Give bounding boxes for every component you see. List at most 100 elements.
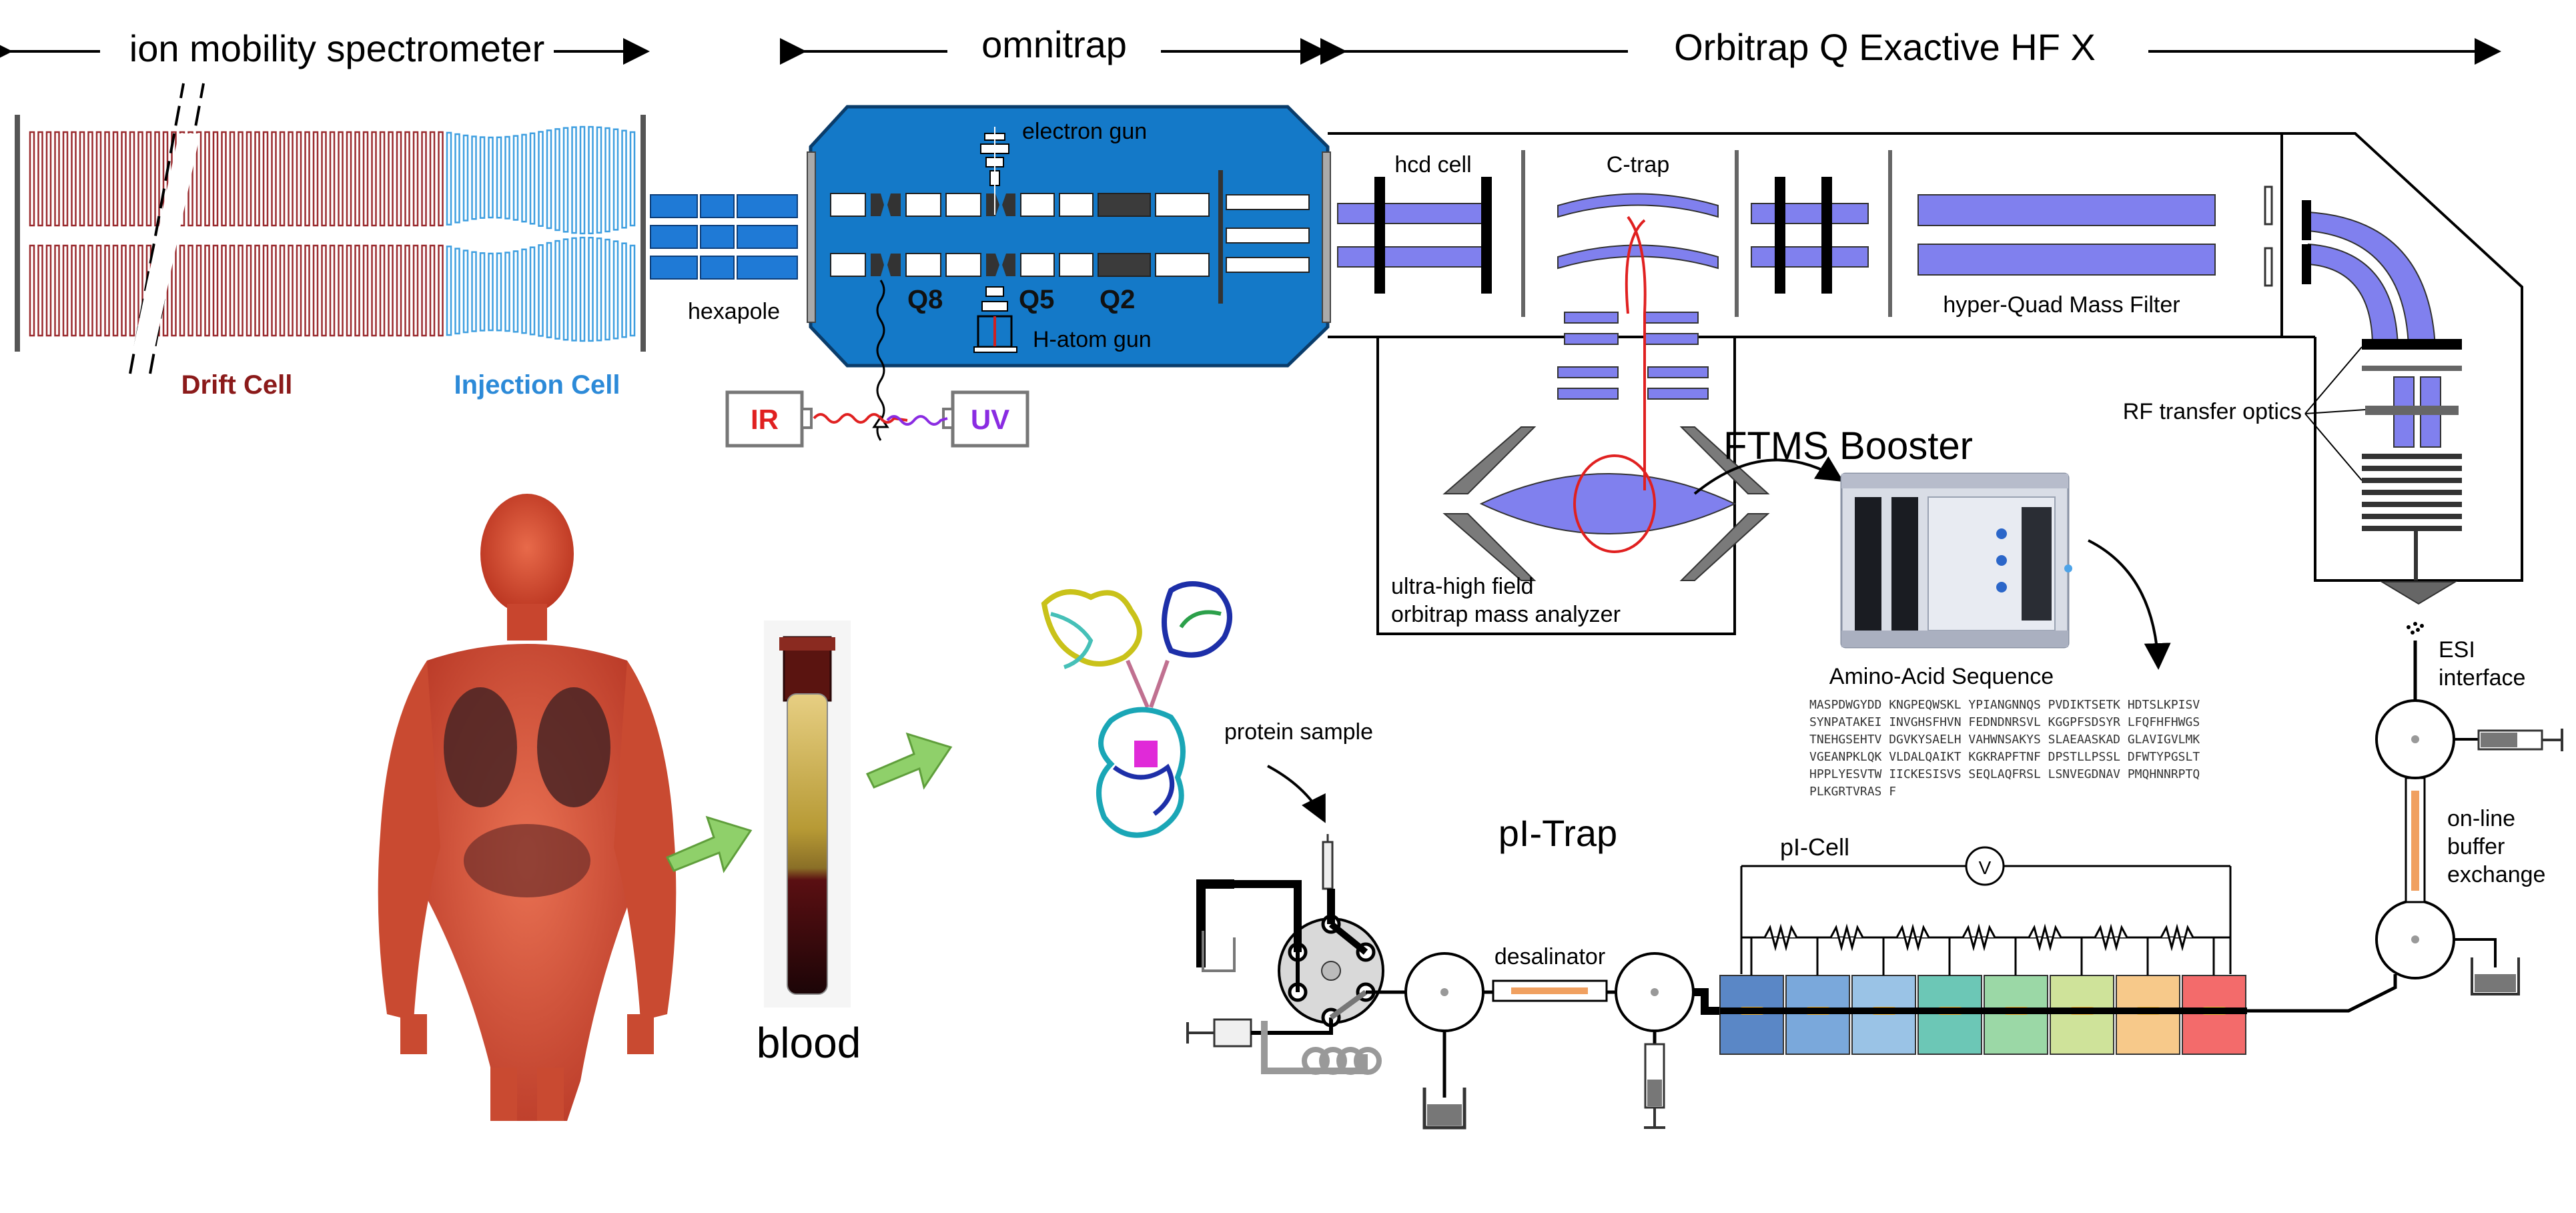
ims-electrode <box>396 244 402 337</box>
ims-electrode <box>554 240 560 340</box>
ims-electrode <box>121 244 127 337</box>
ims-electrode <box>329 131 336 227</box>
ims-electrode <box>71 131 77 227</box>
ims-electrode <box>271 131 277 227</box>
ims-electrode <box>554 128 560 232</box>
ims-electrode <box>129 244 135 337</box>
pi-trap-title: pI-Trap <box>1498 812 1617 854</box>
ims-electrode <box>187 244 193 337</box>
orbitrap-analyzer-label-1: ultra-high field <box>1391 574 1534 599</box>
ims-electrode <box>121 131 127 227</box>
ims-electrode <box>388 131 394 227</box>
ims-electrode <box>79 244 85 337</box>
antibody-structure-icon <box>1041 581 1232 838</box>
orbitrap-housing: hcd cell C-trap hyper-Quad Mass Filter <box>1226 132 2523 605</box>
resistor-icon <box>1829 923 1864 951</box>
ims-electrode <box>54 244 60 337</box>
ims-title: ion mobility spectrometer <box>129 27 544 69</box>
ims-electrode <box>221 131 227 227</box>
ims-electrode <box>87 244 93 337</box>
ims-electrode <box>112 244 119 337</box>
ims-electrode <box>79 131 85 227</box>
ims-electrode <box>338 244 344 337</box>
ims-electrode <box>321 131 327 227</box>
ims-electrode <box>362 244 369 337</box>
q8-label: Q8 <box>907 285 943 314</box>
ims-electrode <box>45 131 52 227</box>
blood-label: blood <box>757 1019 861 1067</box>
ims-electrode <box>296 244 302 337</box>
resistor-icon <box>2028 923 2062 951</box>
ims-electrode <box>129 131 135 227</box>
ims-electrode <box>546 242 552 338</box>
online-label-3: exchange <box>2447 862 2545 887</box>
ims-electrode <box>37 244 43 337</box>
electron-gun-icon <box>980 127 1009 215</box>
ims-electrode <box>579 236 586 342</box>
ims-electrode <box>346 244 352 337</box>
ims-electrode <box>404 131 410 227</box>
ims-electrode <box>471 251 477 332</box>
ims-electrode <box>446 246 452 336</box>
ims-electrode <box>195 244 202 337</box>
sequence-line: PLKGRTVRAS F <box>1809 785 1896 799</box>
ims-electrode <box>504 135 510 220</box>
ims-electrode <box>588 236 594 342</box>
ims-electrode <box>421 131 427 227</box>
ims-electrode <box>546 129 552 230</box>
ims-electrode <box>438 244 444 337</box>
ims-electrode <box>312 244 319 337</box>
ims-electrode <box>95 244 102 337</box>
ims-electrode <box>246 131 252 227</box>
ims-electrode <box>204 131 210 227</box>
ims-electrode <box>371 244 377 337</box>
human-body-image <box>378 494 677 1121</box>
ims-electrode <box>562 127 569 233</box>
ims-electrode <box>579 125 586 235</box>
green-arrow-icon <box>865 732 953 790</box>
esi-label-1: ESI <box>2439 637 2475 663</box>
ims-electrode <box>479 136 486 219</box>
ims-electrode <box>421 244 427 337</box>
ims-electrode <box>512 250 519 333</box>
ims-electrode <box>71 244 77 337</box>
ims-electrode <box>262 244 269 337</box>
voltmeter-icon <box>1965 846 2005 886</box>
ims-electrode <box>488 252 494 332</box>
hyper-quad-label: hyper-Quad Mass Filter <box>1943 292 2180 318</box>
ims-electrode <box>238 244 244 337</box>
orbitrap-title: Orbitrap Q Exactive HF X <box>1674 26 2096 68</box>
ims-electrode <box>137 131 143 227</box>
sequence-line: VGEANPKLQK VLDALQAIKT KGKRAPFTNF DPSTLLP… <box>1809 750 2200 764</box>
ims-electrode <box>45 244 52 337</box>
amino-acid-title: Amino-Acid Sequence <box>1829 664 2054 689</box>
ims-electrode <box>512 135 519 221</box>
ims-electrode <box>54 131 60 227</box>
ims-electrode <box>479 252 486 332</box>
ir-label: IR <box>751 404 779 435</box>
resistor-icon <box>1895 923 1930 951</box>
amino-acid-sequence: MASPDWGYDD KNGPEQWSKL YPIANGNNQS PVDIKTS… <box>1809 698 2200 799</box>
ims-electrode <box>488 136 494 219</box>
ims-electrode <box>629 131 636 227</box>
ims-electrode <box>354 131 360 227</box>
ims-electrode <box>312 131 319 227</box>
ims-electrode <box>262 131 269 227</box>
ims-electrode <box>412 244 419 337</box>
ims-electrode <box>288 131 294 227</box>
pi-cell <box>2116 975 2180 1055</box>
drift-cell-label: Drift Cell <box>181 370 293 400</box>
ims-electrode <box>221 244 227 337</box>
ims-electrode <box>496 136 502 219</box>
h-atom-gun-icon <box>973 286 1017 353</box>
ims-electrode <box>304 244 310 337</box>
orbitrap-analyzer-label-2: orbitrap mass analyzer <box>1391 602 1621 627</box>
ims-electrode <box>288 244 294 337</box>
ims-electrode <box>104 244 110 337</box>
ims-electrode <box>379 131 386 227</box>
omnitrap: electron gun H-atom gun Q8 Q5 Q2 <box>807 105 1331 441</box>
ims-electrode <box>229 131 236 227</box>
ims-electrode <box>338 131 344 227</box>
ims-electrode <box>504 252 510 332</box>
